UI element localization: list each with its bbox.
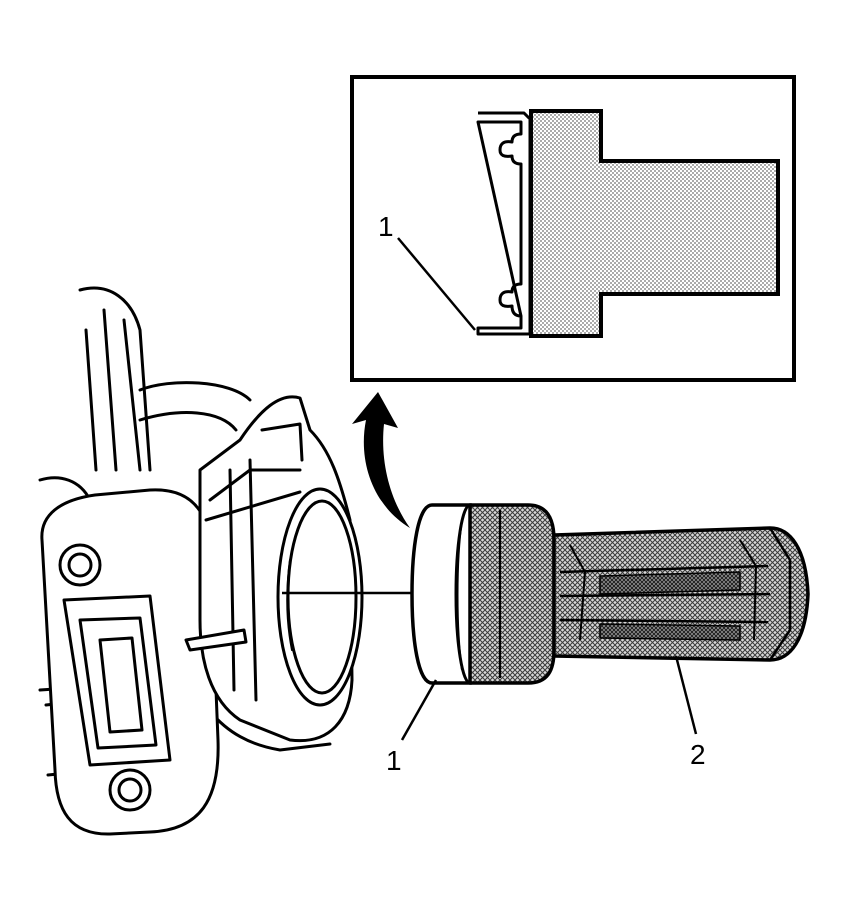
inset-tool-section <box>529 109 780 338</box>
callouts: 1 2 <box>386 655 706 776</box>
detail-inset: 1 <box>350 75 796 382</box>
seal-callout-line <box>400 679 438 741</box>
inset-callout-label: 1 <box>378 211 394 242</box>
steering-gear-housing <box>38 286 364 836</box>
seal-installer-tool <box>456 503 810 685</box>
seal-callout-label: 1 <box>386 745 402 776</box>
inset-callout-line <box>397 237 476 331</box>
installer-callout-label: 2 <box>690 739 706 770</box>
detail-arrow <box>352 392 410 528</box>
retaining-tab <box>184 628 248 652</box>
inset-seal-profile <box>476 111 532 336</box>
installer-callout-line <box>674 655 698 735</box>
